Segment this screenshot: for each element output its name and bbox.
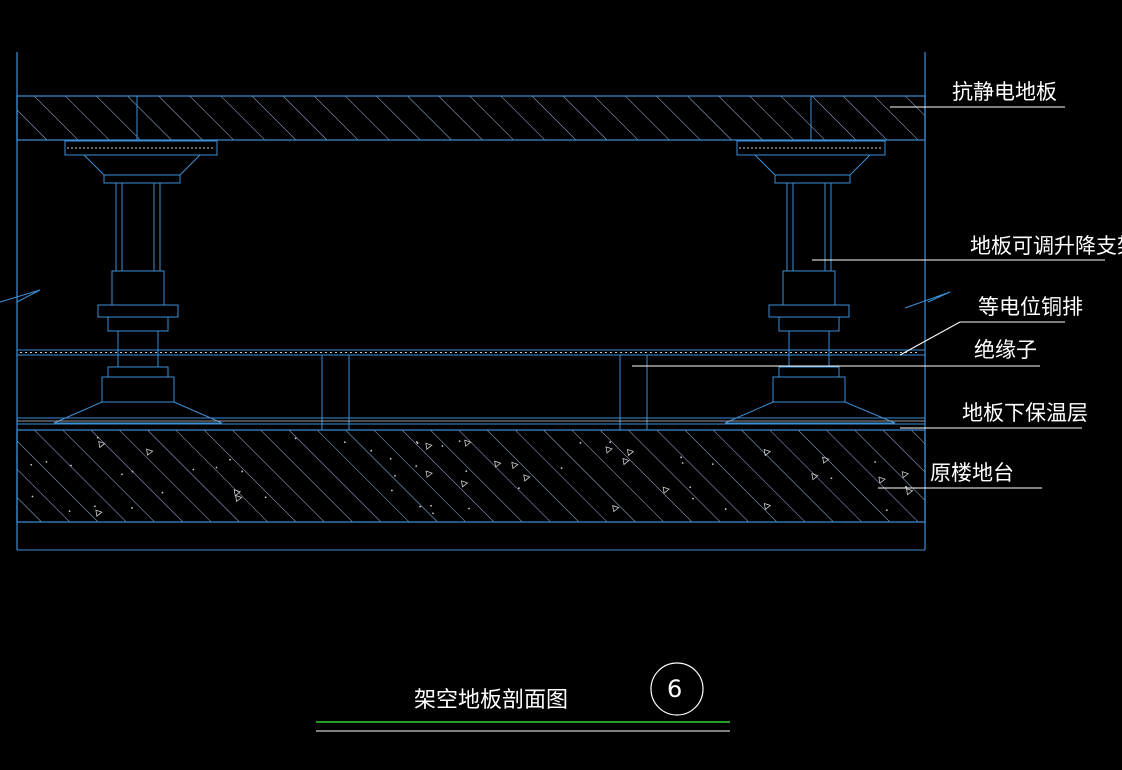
aggregate-mark: [425, 442, 433, 450]
leader-lines: [632, 106, 1105, 489]
aggregate-dot: [294, 437, 297, 440]
insulators: [321, 354, 648, 431]
aggregate-dot: [680, 456, 683, 459]
aggregate-dot: [229, 458, 231, 461]
aggregate-mark: [811, 473, 819, 481]
aggregate-mark: [98, 440, 106, 449]
drawing-title: 架空地板剖面图: [414, 688, 569, 713]
aggregate-dot: [609, 441, 612, 444]
aggregate-mark: [95, 509, 103, 517]
aggregate-dot: [241, 470, 244, 473]
aggregate-dot: [579, 442, 582, 444]
aggregate-dot: [370, 449, 373, 452]
aggregate-dot: [30, 463, 33, 466]
aggregate-dot: [458, 440, 461, 443]
aggregate-dot: [121, 473, 123, 476]
aggregate-mark: [460, 480, 469, 488]
aggregate-dot: [161, 491, 164, 494]
aggregate-dot: [96, 436, 99, 439]
aggregate-mark: [235, 494, 243, 503]
aggregate-mark: [906, 488, 914, 496]
aggregate-mark: [622, 457, 630, 466]
aggregate-mark: [233, 489, 242, 497]
aggregate-dot: [389, 457, 392, 460]
aggregate-dot: [215, 466, 218, 469]
aggregate-dot: [94, 505, 96, 508]
antistatic-floor-panel: [16, 95, 926, 141]
aggregate-dot: [681, 462, 684, 464]
original-floor-slab: [16, 429, 926, 523]
aggregate-dot: [432, 512, 434, 515]
aggregate-mark: [662, 486, 670, 494]
aggregate-dot: [517, 487, 520, 490]
equipotential-copper-bar: [17, 349, 925, 356]
aggregate-dot: [131, 470, 134, 473]
aggregate-dot: [468, 507, 470, 510]
aggregate-mark: [494, 460, 502, 468]
aggregate-dot: [560, 467, 563, 470]
aggregate-mark: [605, 446, 613, 454]
aggregate-dot: [430, 504, 432, 507]
aggregate-dot: [131, 507, 133, 509]
aggregate-dot: [45, 460, 48, 463]
aggregate-mark: [464, 439, 472, 447]
aggregate-dot: [192, 468, 195, 471]
aggregate-mark: [763, 502, 772, 511]
aggregate-mark: [523, 474, 531, 482]
label-adjustable-support: 地板可调升降支架: [970, 234, 1122, 258]
aggregate-dot: [70, 464, 72, 467]
label-original-floor-slab: 原楼地台: [930, 461, 1014, 485]
aggregate-dot: [419, 505, 422, 508]
aggregate-dot: [31, 495, 34, 498]
aggregate-mark: [763, 448, 772, 457]
aggregate-dot: [689, 486, 692, 489]
label-antistatic-floor: 抗静电地板: [952, 80, 1057, 104]
aggregate-mark: [626, 448, 635, 457]
aggregate-dot: [465, 470, 468, 473]
aggregate-dot: [441, 445, 444, 447]
aggregate-dot: [264, 496, 267, 499]
aggregate-mark: [878, 476, 886, 484]
support-left: [53, 140, 223, 424]
section-number: 6: [667, 675, 683, 703]
title-underlines: [316, 721, 730, 732]
aggregate-dot: [692, 497, 694, 500]
aggregate-mark: [425, 470, 433, 478]
floor-insulation-layer: [17, 417, 925, 425]
aggregate-dot: [885, 509, 888, 512]
aggregate-mark: [146, 448, 154, 456]
label-equipotential-copper-bar: 等电位铜排: [978, 295, 1083, 319]
aggregate-dot: [394, 474, 396, 477]
aggregate-mark: [612, 504, 620, 513]
label-floor-insulation-layer: 地板下保温层: [962, 401, 1088, 425]
label-insulator: 绝缘子: [974, 338, 1037, 362]
aggregate-dot: [391, 489, 393, 492]
aggregate-mark: [822, 456, 830, 464]
aggregate-dot: [415, 465, 418, 468]
aggregate-mark: [901, 471, 910, 479]
aggregate-dot: [415, 441, 418, 443]
aggregate-dot: [724, 508, 727, 511]
aggregate-dot: [905, 485, 907, 488]
support-right: [724, 140, 896, 424]
aggregate-mark: [511, 461, 519, 470]
aggregate-dot: [830, 477, 833, 480]
aggregate-dot: [343, 441, 346, 444]
aggregate-dot: [711, 463, 714, 466]
aggregate-dot: [874, 461, 877, 463]
section-number-circle: [650, 662, 704, 716]
aggregate-dot: [68, 510, 71, 513]
